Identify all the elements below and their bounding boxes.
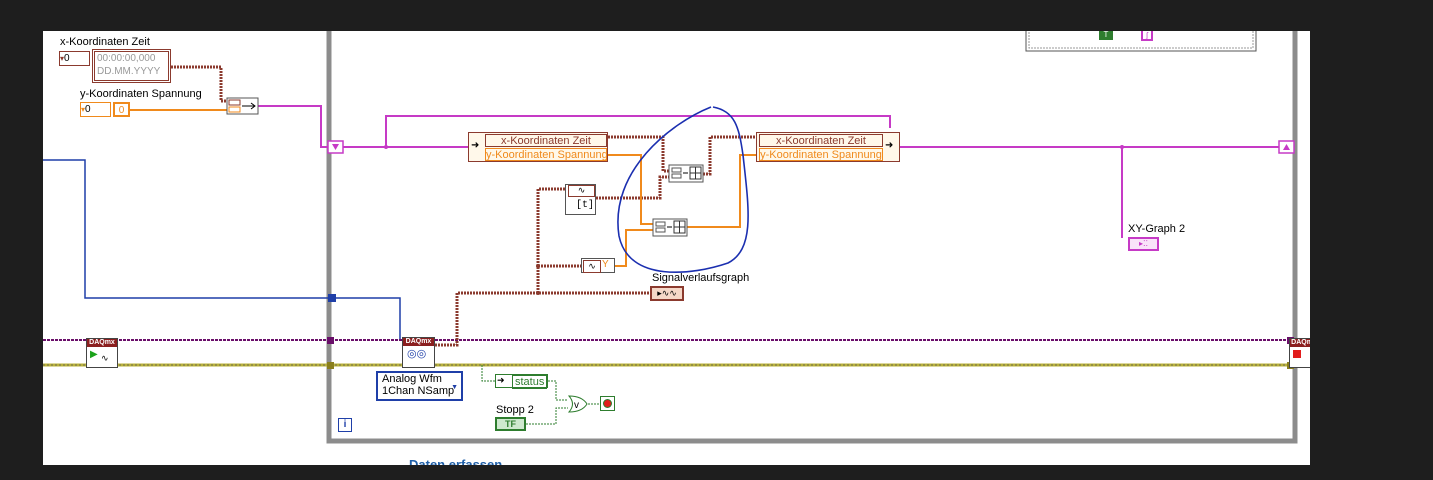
waveform-t-label: [t] — [576, 200, 595, 211]
top-subpanel — [1025, 31, 1257, 52]
bundle-right-row2: y-Koordinaten Spannung — [759, 148, 883, 161]
read-mode-line2: 1Chan NSamp — [382, 385, 455, 397]
y-voltage-radix-value: 0 — [85, 104, 91, 115]
waveform-small-icon: ∿ — [101, 353, 109, 363]
x-time-timestamp[interactable]: 00:00:00,000 DD.MM.YYYY — [92, 49, 171, 83]
daqmx-read-mode-selector[interactable]: Analog Wfm 1Chan NSamp ▼ — [376, 371, 463, 401]
get-waveform-t-node[interactable]: ∿ [t] — [565, 184, 596, 215]
while-loop-frame — [326, 31, 1298, 444]
unbundle-left-row1: x-Koordinaten Zeit — [485, 134, 607, 147]
wire-ts-c — [703, 135, 756, 176]
chevron-down-icon: ▼ — [451, 384, 458, 391]
bundle-right-arrow-icon: ➜ — [885, 140, 894, 151]
waveform-icon: ∿ — [568, 185, 595, 197]
status-label: status — [512, 375, 548, 389]
daqmx-stop-caption: DAQmx — [1290, 339, 1310, 347]
wire-dbl-a — [608, 154, 653, 225]
stop-button-terminal[interactable]: TF — [495, 417, 526, 431]
block-diagram: x-Koordinaten Zeit ▾0 00:00:00,000 DD.MM… — [43, 31, 1310, 465]
wire-timestamp-in — [171, 65, 227, 103]
waveform-y-icon: ∿ — [583, 260, 601, 273]
wire-status — [481, 365, 495, 382]
daqmx-start-node[interactable]: DAQmx ▶ ∿ — [86, 338, 118, 368]
get-waveform-y-node[interactable]: ∿ Y — [581, 258, 615, 273]
play-icon: ▶ — [90, 349, 98, 360]
loop-iteration-terminal: i — [338, 418, 352, 432]
build-array-node-dbl — [652, 218, 688, 237]
unbundle-left-row2: y-Koordinaten Spannung — [485, 148, 608, 161]
annotation-circle — [617, 106, 749, 273]
svg-text:v: v — [574, 400, 579, 411]
wire-ts-b — [596, 175, 669, 200]
or-gate-icon: v — [567, 395, 588, 413]
x-time-label: x-Koordinaten Zeit — [60, 36, 150, 48]
wire-ref — [43, 159, 401, 340]
daqmx-start-caption: DAQmx — [87, 339, 117, 347]
daqmx-read-node[interactable]: DAQmx ◎◎ — [402, 337, 435, 368]
wire-dbl-c — [687, 154, 756, 228]
timestamp-line2: DD.MM.YYYY — [97, 66, 161, 77]
unbundle-left-arrow-icon: ➜ — [471, 140, 480, 151]
unbundle-arrow-icon: ➜ — [497, 375, 505, 385]
xy-graph-icon: ▸⁚⁚ — [1138, 239, 1149, 248]
wire-layer — [43, 31, 1310, 444]
xy-graph-label: XY-Graph 2 — [1128, 223, 1186, 235]
stop-square-icon — [1293, 350, 1301, 358]
wire-waveform-branch — [536, 187, 565, 293]
top-bool-constant[interactable]: T — [1099, 31, 1113, 40]
waveform-y-label: Y — [602, 259, 609, 270]
timestamp-line1: 00:00:00,000 — [97, 53, 156, 64]
stop-circle-icon — [603, 399, 612, 408]
wire-or-a — [548, 380, 568, 401]
read-mode-line1: Analog Wfm — [382, 373, 442, 385]
wire-ts-a — [608, 135, 669, 173]
glasses-icon: ◎◎ — [407, 348, 427, 360]
stop-button-bool-text: TF — [505, 419, 516, 429]
loop-iteration-label: i — [343, 419, 347, 430]
unbundle-by-name-left[interactable]: x-Koordinaten Zeit y-Koordinaten Spannun… — [468, 132, 608, 162]
waveform-graph-terminal[interactable]: ▸∿∿ — [650, 286, 684, 301]
y-voltage-value[interactable]: 0 — [113, 102, 130, 117]
loop-condition-terminal[interactable] — [600, 396, 615, 411]
xy-graph-terminal[interactable]: ▸⁚⁚ — [1128, 237, 1159, 251]
top-string-text: ʃ — [1146, 31, 1148, 40]
bundle-by-name-right[interactable]: x-Koordinaten Zeit y-Koordinaten Spannun… — [756, 132, 900, 162]
waveform-graph-label: Signalverlaufsgraph — [652, 272, 750, 284]
daqmx-read-caption: DAQmx — [403, 338, 434, 346]
waveform-graph-icon: ▸∿∿ — [657, 288, 677, 298]
x-time-radix[interactable]: ▾0 — [59, 51, 90, 66]
daqmx-stop-node[interactable]: DAQmx — [1289, 338, 1310, 368]
y-voltage-radix[interactable]: ▾0 — [80, 102, 111, 117]
wire-waveform-main — [435, 291, 650, 347]
stop-button-label: Stopp 2 — [496, 404, 534, 416]
x-time-radix-value: 0 — [64, 53, 70, 64]
top-string-constant[interactable]: ʃ — [1141, 31, 1153, 41]
y-voltage-label: y-Koordinaten Spannung — [80, 88, 202, 100]
frame-caption: Daten erfassen — [409, 457, 503, 465]
unbundle-status-node[interactable]: ➜ status — [495, 374, 548, 389]
bundle-right-row1: x-Koordinaten Zeit — [759, 134, 883, 147]
wire-cluster-branch — [385, 115, 891, 147]
y-voltage-value-text: 0 — [118, 105, 125, 116]
wire-or-b — [526, 407, 568, 425]
wire-dbl-b — [615, 229, 653, 267]
wire-cluster-in — [258, 105, 329, 148]
top-bool-text: T — [1103, 31, 1109, 39]
build-array-node-ts — [668, 164, 704, 183]
or-gate-node[interactable]: v — [567, 395, 588, 413]
